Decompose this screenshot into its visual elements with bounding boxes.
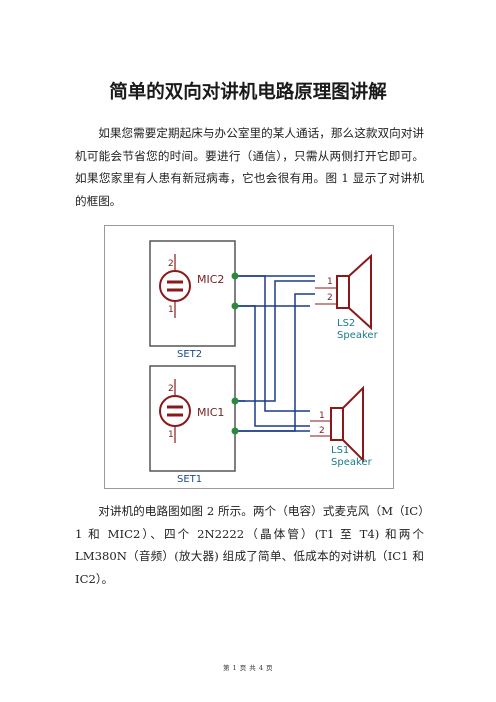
wiring [235,275,315,432]
page-title: 简单的双向对讲机电路原理图讲解 [109,82,387,103]
set1-box [149,365,236,472]
mic2-pin-top: 2 [168,259,174,269]
mic1-symbol [159,379,191,443]
set1-label: SET1 [177,474,202,485]
ls2-pin1: 1 [327,277,333,287]
speaker1-symbol [330,385,364,463]
speaker2-symbol [336,253,372,331]
speaker1-name: Speaker [331,457,373,468]
circuit-paragraph: 对讲机的电路图如图 2 所示。两个（电容）式麦克风（M（IC）1 和 MIC2）… [75,504,424,586]
ls2-pin2: 2 [327,293,333,303]
mic1-label: MIC1 [197,406,224,419]
set2-label: SET2 [177,349,202,360]
page-footer: 第 1 页 共 4 页 [222,664,274,672]
mic1-pin-bottom: 1 [168,430,174,440]
mic1-pin-top: 2 [168,384,174,394]
block-diagram-figure: 2 1 MIC2 2 1 MIC1 SET2 SET1 [104,225,394,489]
junction-dots [231,272,239,435]
ls1-pin2: 2 [319,426,325,436]
set2-box [149,240,236,347]
speaker1-ref: LS1 [331,445,349,456]
speaker2-name: Speaker [337,330,379,341]
speaker2-ref: LS2 [337,318,355,329]
mic2-pin-bottom: 1 [168,305,174,315]
ls1-pin1: 1 [319,411,325,421]
intercom-block-diagram: 2 1 MIC2 2 1 MIC1 SET2 SET1 [149,240,379,485]
intro-paragraph: 如果您需要定期起床与办公室里的某人通话，那么这款双向对讲机可能会节省您的时间。要… [75,126,424,208]
mic2-label: MIC2 [197,273,224,286]
mic2-symbol [159,254,191,318]
